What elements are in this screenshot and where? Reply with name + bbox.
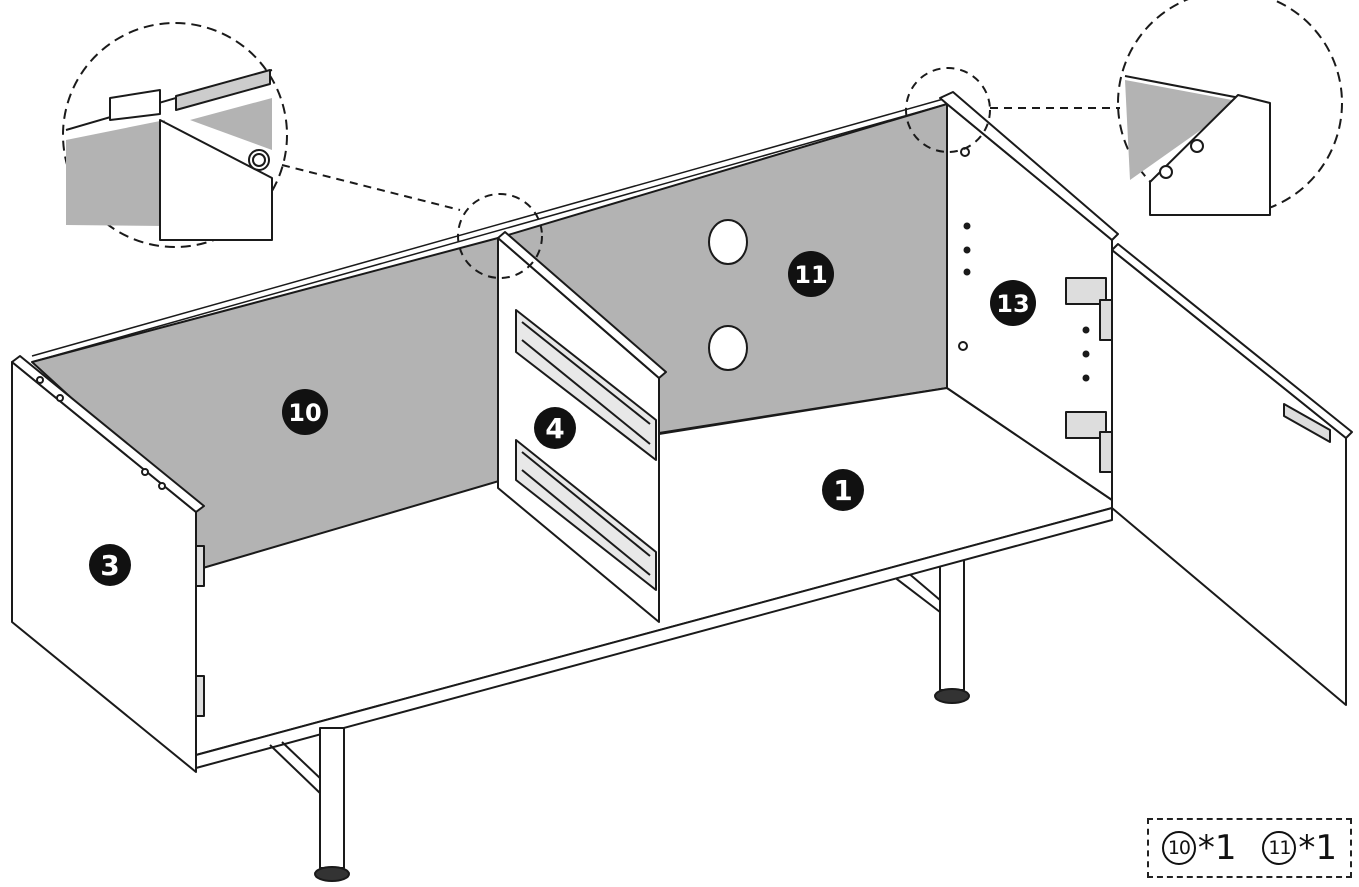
svg-text:4: 4 <box>545 412 564 445</box>
part-number-11: 11 <box>1262 831 1297 865</box>
svg-text:3: 3 <box>100 549 119 582</box>
middle-divider <box>497 231 667 623</box>
parts-list-item-11: 11 *1 <box>1262 828 1337 868</box>
parts-list-item-10: 10 *1 <box>1161 828 1237 868</box>
rear-leg-right <box>884 539 970 704</box>
svg-text:1: 1 <box>833 474 852 507</box>
cable-hole-upper <box>708 219 748 265</box>
label-bottom-panel: 1 <box>822 469 864 511</box>
cabinet-door <box>1111 243 1353 706</box>
label-middle-divider: 4 <box>534 407 576 449</box>
parts-list-box: 10 *1 11 *1 <box>1147 818 1352 878</box>
label-back-panel-left: 10 <box>282 389 328 435</box>
label-right-side-panel: 13 <box>990 280 1036 326</box>
part-quantity-11: *1 <box>1298 828 1338 868</box>
cable-hole-lower <box>708 325 748 371</box>
detail-callout-left <box>62 22 288 248</box>
part-number-10: 10 <box>1161 831 1196 865</box>
part-quantity-10: *1 <box>1197 828 1237 868</box>
svg-text:10: 10 <box>288 399 321 427</box>
detail-callout-right <box>1117 0 1343 216</box>
front-leg-left <box>269 727 350 882</box>
svg-text:11: 11 <box>794 261 827 289</box>
label-left-side-panel: 3 <box>89 544 131 586</box>
label-back-panel-right: 11 <box>788 251 834 297</box>
svg-text:13: 13 <box>996 290 1029 318</box>
